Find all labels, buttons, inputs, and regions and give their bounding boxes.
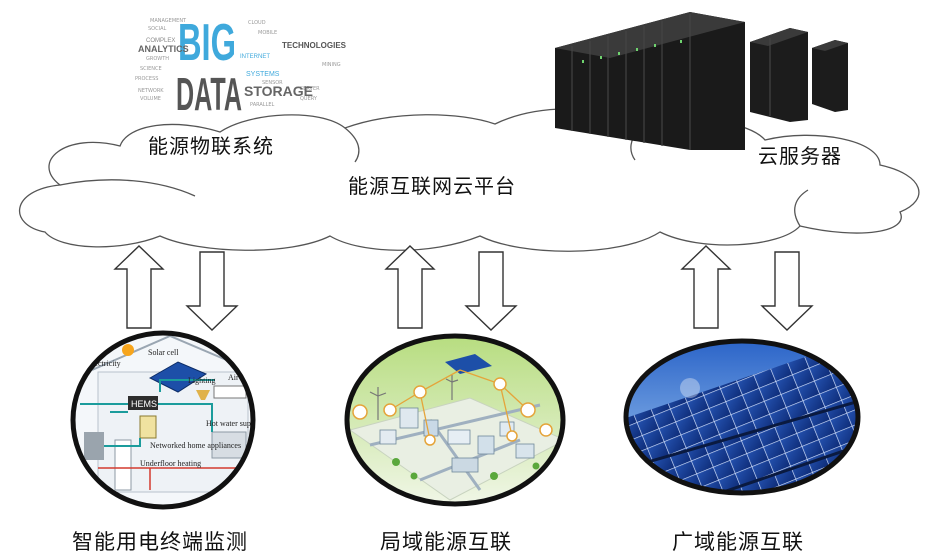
svg-text:SCIENCE: SCIENCE	[140, 66, 162, 72]
svg-text:SERVER: SERVER	[300, 86, 320, 92]
svg-text:NETWORK: NETWORK	[138, 88, 164, 94]
bigdata-wordcloud: MANAGEMENT SOCIAL GROWTH SCIENCE PROCESS NE…	[135, 14, 347, 120]
solar-panel-illustration	[623, 338, 861, 496]
svg-text:MANAGEMENT: MANAGEMENT	[150, 18, 187, 24]
bigdata-complex-text: COMPLEX	[146, 38, 175, 44]
platform-label: 能源互联网云平台	[348, 174, 516, 198]
air-conditioner-label: Air conditioner	[228, 373, 277, 382]
bigdata-technologies-text: TECHNOLOGIES	[282, 41, 347, 50]
wide-energy-label: 广域能源互联	[672, 530, 804, 554]
server-racks-image	[555, 12, 848, 150]
arrow-down-left	[185, 251, 239, 331]
arrow-down-right	[760, 251, 814, 331]
arrows	[113, 245, 814, 331]
bigdata-internet-text: INTERNET	[240, 54, 270, 60]
arrow-up-left	[113, 245, 165, 329]
solar-cell-label: Solar cell	[148, 348, 179, 357]
smart-terminal-label: 智能用电终端监测	[72, 530, 248, 554]
svg-text:QUERY: QUERY	[300, 96, 318, 102]
local-energy-label: 局域能源互联	[380, 530, 512, 554]
arrow-up-mid	[384, 245, 436, 329]
bigdata-data-text: DATA	[176, 68, 242, 120]
svg-text:CLOUD: CLOUD	[248, 20, 266, 26]
bigdata-analytics-text: ANALYTICS	[138, 44, 189, 54]
arrow-down-mid	[464, 251, 518, 331]
svg-text:VOLUME: VOLUME	[140, 96, 161, 102]
cloud-server-label: 云服务器	[758, 144, 842, 168]
svg-text:SOCIAL: SOCIAL	[148, 26, 166, 32]
smart-home-illustration: HEMS Solar cell	[70, 330, 277, 510]
arrow-up-right	[680, 245, 732, 329]
sun-icon	[122, 344, 134, 356]
svg-text:GROWTH: GROWTH	[146, 56, 169, 62]
hot-water-label: Hot water supply	[206, 419, 261, 428]
lighting-label: Lighting	[188, 376, 216, 385]
bigdata-big-text: BIG	[178, 14, 236, 72]
svg-text:PARALLEL: PARALLEL	[250, 102, 275, 108]
bigdata-storage-text: STORAGE	[244, 83, 313, 99]
energy-iot-label: 能源物联系统	[148, 134, 274, 158]
svg-text:MINING: MINING	[322, 62, 341, 68]
bigdata-systems-text: SYSTEMS	[246, 71, 280, 78]
svg-text:PROCESS: PROCESS	[135, 76, 158, 82]
local-energy-illustration	[344, 333, 566, 507]
svg-text:SENSOR: SENSOR	[262, 80, 283, 86]
svg-text:MOBILE: MOBILE	[258, 30, 277, 36]
electricity-label: of electricity	[80, 359, 121, 368]
hems-label: HEMS	[131, 399, 157, 409]
networked-appliances-label: Networked home appliances	[150, 441, 241, 450]
underfloor-heating-label: Underfloor heating	[140, 459, 201, 468]
